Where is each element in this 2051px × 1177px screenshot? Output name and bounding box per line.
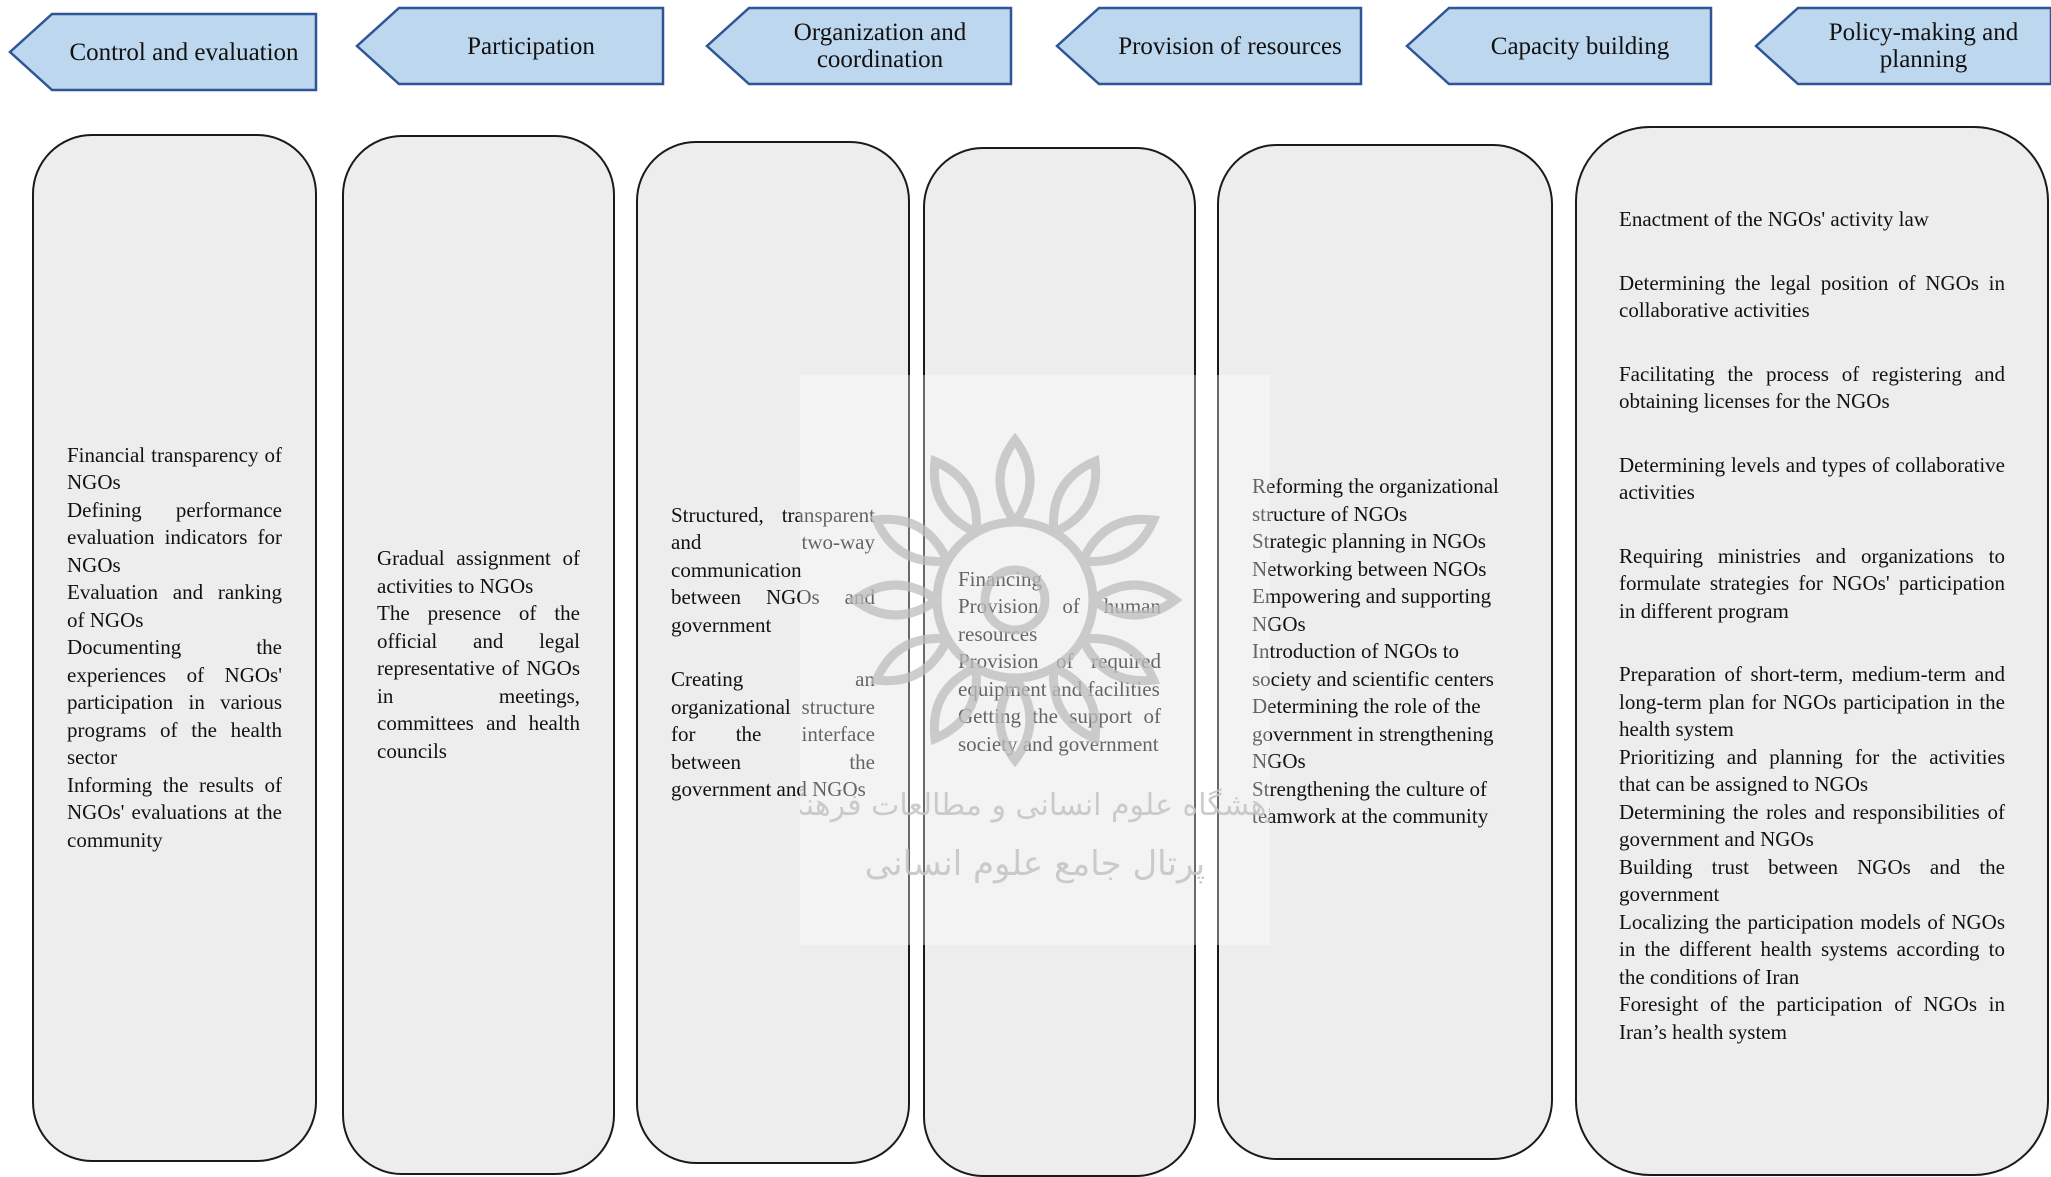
spacer (1619, 507, 2005, 543)
column-content: Gradual assignment of activities to NGOs… (377, 137, 580, 1173)
list-item: Getting the support of society and gover… (958, 704, 1161, 756)
column-content: Reforming the organizational structure o… (1252, 146, 1518, 1158)
list-item: Enactment of the NGOs' activity law (1619, 207, 1929, 231)
list-item: Structured, transparent and two-way comm… (671, 502, 875, 637)
list-item: Determining the roles and responsibiliti… (1619, 799, 2005, 852)
list-item: Preparation of short-term, medium-term a… (1619, 662, 2005, 741)
list-item: Foresight of the participation of NGOs i… (1619, 992, 2005, 1044)
list-item: Provision of required equipment and faci… (958, 649, 1161, 701)
list-item: Financing (958, 566, 1042, 591)
list-item: Introduction of NGOs to society and scie… (1252, 639, 1494, 691)
arrow-shape (1754, 6, 2051, 86)
list-item: Empowering and supporting NGOs (1252, 584, 1492, 636)
list-item: Gradual assignment of activities to NGOs (377, 546, 580, 598)
list-item: Creating an organizational structure for… (671, 667, 875, 801)
header-label: Organization and coordination (793, 19, 967, 73)
spacer (1619, 234, 2005, 270)
list-item: Prioritizing and planning for the activi… (1619, 744, 2005, 797)
arrow-shape (1405, 6, 1713, 86)
column-content: Financing Provision of human resources P… (958, 149, 1161, 1175)
list-item: Defining performance evaluation indicato… (67, 497, 282, 577)
header-arrow-capacity: Capacity building (1405, 6, 1713, 86)
list-item: Reforming the organizational structure o… (1252, 474, 1499, 526)
column-box-capacity: Reforming the organizational structure o… (1217, 144, 1553, 1160)
arrow-shape (1055, 6, 1363, 86)
list-item: Informing the results of NGOs' evaluatio… (67, 772, 282, 852)
list-item: Determining the role of the government i… (1252, 694, 1494, 774)
header-arrow-policy: Policy-making and planning (1754, 6, 2051, 86)
spacer (1619, 416, 2005, 452)
header-label: Control and evaluation (69, 38, 299, 66)
list-item: Facilitating the process of registering … (1619, 361, 2005, 414)
list-item: Evaluation and ranking of NGOs (67, 580, 282, 632)
list-item: Financial transparency of NGOs (67, 442, 282, 495)
column-content: Financial transparency of NGOs Defining … (67, 136, 282, 1160)
arrow-shape (355, 6, 665, 86)
header-arrow-participation: Participation (355, 6, 665, 86)
list-item: Requiring ministries and organizations t… (1619, 543, 2005, 623)
header-label: Policy-making and planning (1828, 19, 2019, 73)
header-label: Provision of resources (1118, 32, 1342, 60)
column-box-control: Financial transparency of NGOs Defining … (32, 134, 317, 1162)
list-item: Localizing the participation models of N… (1619, 909, 2005, 989)
column-box-participation: Gradual assignment of activities to NGOs… (342, 135, 615, 1175)
column-content: Enactment of the NGOs' activity law Dete… (1619, 128, 2005, 1174)
list-item: Building trust between NGOs and the gove… (1619, 854, 2005, 907)
arrow-shape (705, 6, 1013, 86)
header-label: Capacity building (1490, 32, 1670, 60)
column-box-policy: Enactment of the NGOs' activity law Dete… (1575, 126, 2049, 1176)
list-item: Determining levels and types of collabor… (1619, 452, 2005, 505)
list-item: Networking between NGOs (1252, 556, 1487, 581)
list-item: Documenting the experiences of NGOs' par… (67, 635, 282, 770)
column-box-organization: Structured, transparent and two-way comm… (636, 141, 910, 1164)
column-box-resources: Financing Provision of human resources P… (923, 147, 1196, 1177)
header-label: Participation (467, 32, 595, 60)
header-arrow-resources: Provision of resources (1055, 6, 1363, 86)
list-item: Provision of human resources (958, 594, 1161, 646)
column-content: Structured, transparent and two-way comm… (671, 143, 875, 1162)
header-arrow-control: Control and evaluation (8, 12, 318, 92)
list-item: Strengthening the culture of teamwork at… (1252, 776, 1489, 829)
list-item: Strategic planning in NGOs (1252, 529, 1486, 554)
header-arrow-organization: Organization and coordination (705, 6, 1013, 86)
spacer (1619, 625, 2005, 661)
arrow-shape (8, 12, 318, 92)
list-item: Determining the legal position of NGOs i… (1619, 270, 2005, 323)
list-item: The presence of the official and legal r… (377, 601, 580, 763)
spacer (1619, 325, 2005, 361)
spacer (671, 639, 875, 666)
